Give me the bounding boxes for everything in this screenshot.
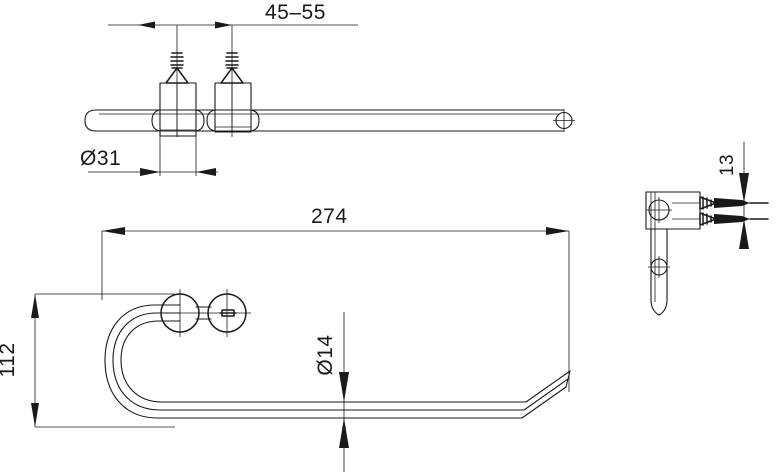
dimension-mounting-spacing: 45–55 (108, 1, 358, 137)
dimension-label-mounting-spacing: 45–55 (265, 1, 326, 24)
side-view-anchor-upper (699, 196, 769, 210)
dimension-label-overall-length: 274 (311, 205, 348, 228)
dimension-overall-height: 112 (0, 293, 175, 428)
front-view-circle-connector (195, 306, 212, 320)
dimension-label-wall-offset: 13 (717, 154, 738, 176)
anchor-threads-left (170, 52, 184, 66)
top-view-rod (84, 109, 575, 132)
front-view: 274 112 (0, 205, 571, 472)
dimension-wall-offset: 13 (717, 142, 749, 249)
dimension-overall-length: 274 (101, 205, 570, 392)
side-view-bracket (645, 191, 701, 230)
dimension-tube-diameter: Ø14 (314, 312, 349, 472)
front-view-mount-circle-left (156, 289, 204, 337)
side-view: 13 (645, 142, 769, 316)
top-view-post-right (206, 52, 260, 133)
dimension-label-post-diameter: Ø31 (80, 147, 121, 170)
dimension-label-tube-diameter: Ø14 (314, 334, 337, 375)
dimension-post-diameter: Ø31 (80, 136, 218, 176)
anchor-threads-right (225, 52, 239, 66)
side-view-anchor-lower (699, 212, 769, 226)
side-view-arm (648, 228, 670, 316)
dimension-label-overall-height: 112 (0, 343, 19, 378)
top-view-post-left (151, 52, 205, 137)
front-view-mount-circle-right (203, 289, 251, 337)
front-view-ring-body (104, 304, 571, 419)
top-view: 45–55 (80, 1, 575, 176)
